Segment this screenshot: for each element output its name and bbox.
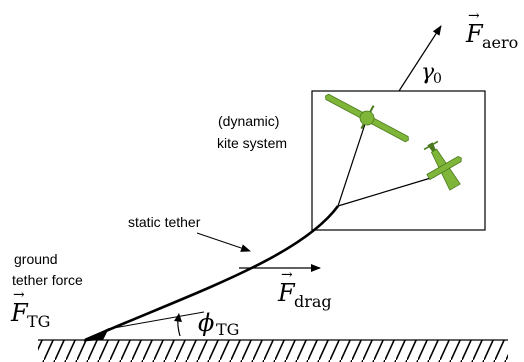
static-tether-label: static tether [128,214,201,230]
f-drag-base: F [277,279,296,307]
f-tg-vector-mark: → [13,287,25,303]
ground-tether-label-line1: ground [14,251,58,267]
ground-tether-label-line2: tether force [12,272,83,288]
angle-reference-line [107,311,205,330]
kite-2-body [426,155,462,181]
ground-tether-force-arrowhead [83,327,110,342]
aero-force-arrow [398,25,442,92]
phi-tg-base: ϕ [198,309,214,337]
f-tg-sub: TG [27,312,50,331]
static-tether-pointer [196,232,251,252]
static-tether [84,205,340,342]
gamma0-sub: 0 [433,71,442,87]
f-tg-base: F [10,299,29,327]
kite-2-spar [423,140,439,151]
f-drag-sub: drag [294,292,332,311]
kite-system-label-line2: kite system [217,135,287,151]
f-tg-symbol: → F TG [10,287,50,331]
angle-arc-arrowhead [174,313,182,322]
f-aero-symbol: → F aero [465,8,518,52]
tether-line-kite-2 [337,176,435,207]
f-aero-sub: aero [482,33,518,52]
kite-system-label-line1: (dynamic) [218,113,279,129]
f-aero-vector-mark: → [468,8,480,24]
ground-hatching [38,340,508,362]
kite-2-icon [423,140,462,191]
f-drag-vector-mark: → [281,267,293,283]
kite-system-box [311,90,486,231]
kite-1-icon [325,93,409,143]
kite-2-tail [427,142,436,152]
f-aero-base: F [465,20,484,48]
gamma0-symbol: γ 0 [421,60,442,87]
kite-1-hub [359,110,375,126]
gamma0-base: γ [421,60,435,85]
f-drag-symbol: → F drag [277,267,332,311]
ground [38,339,508,362]
phi-tg-sub: TG [216,320,239,339]
tether-line-kite-1 [337,117,368,207]
phi-tg-symbol: ϕ TG [198,309,239,339]
